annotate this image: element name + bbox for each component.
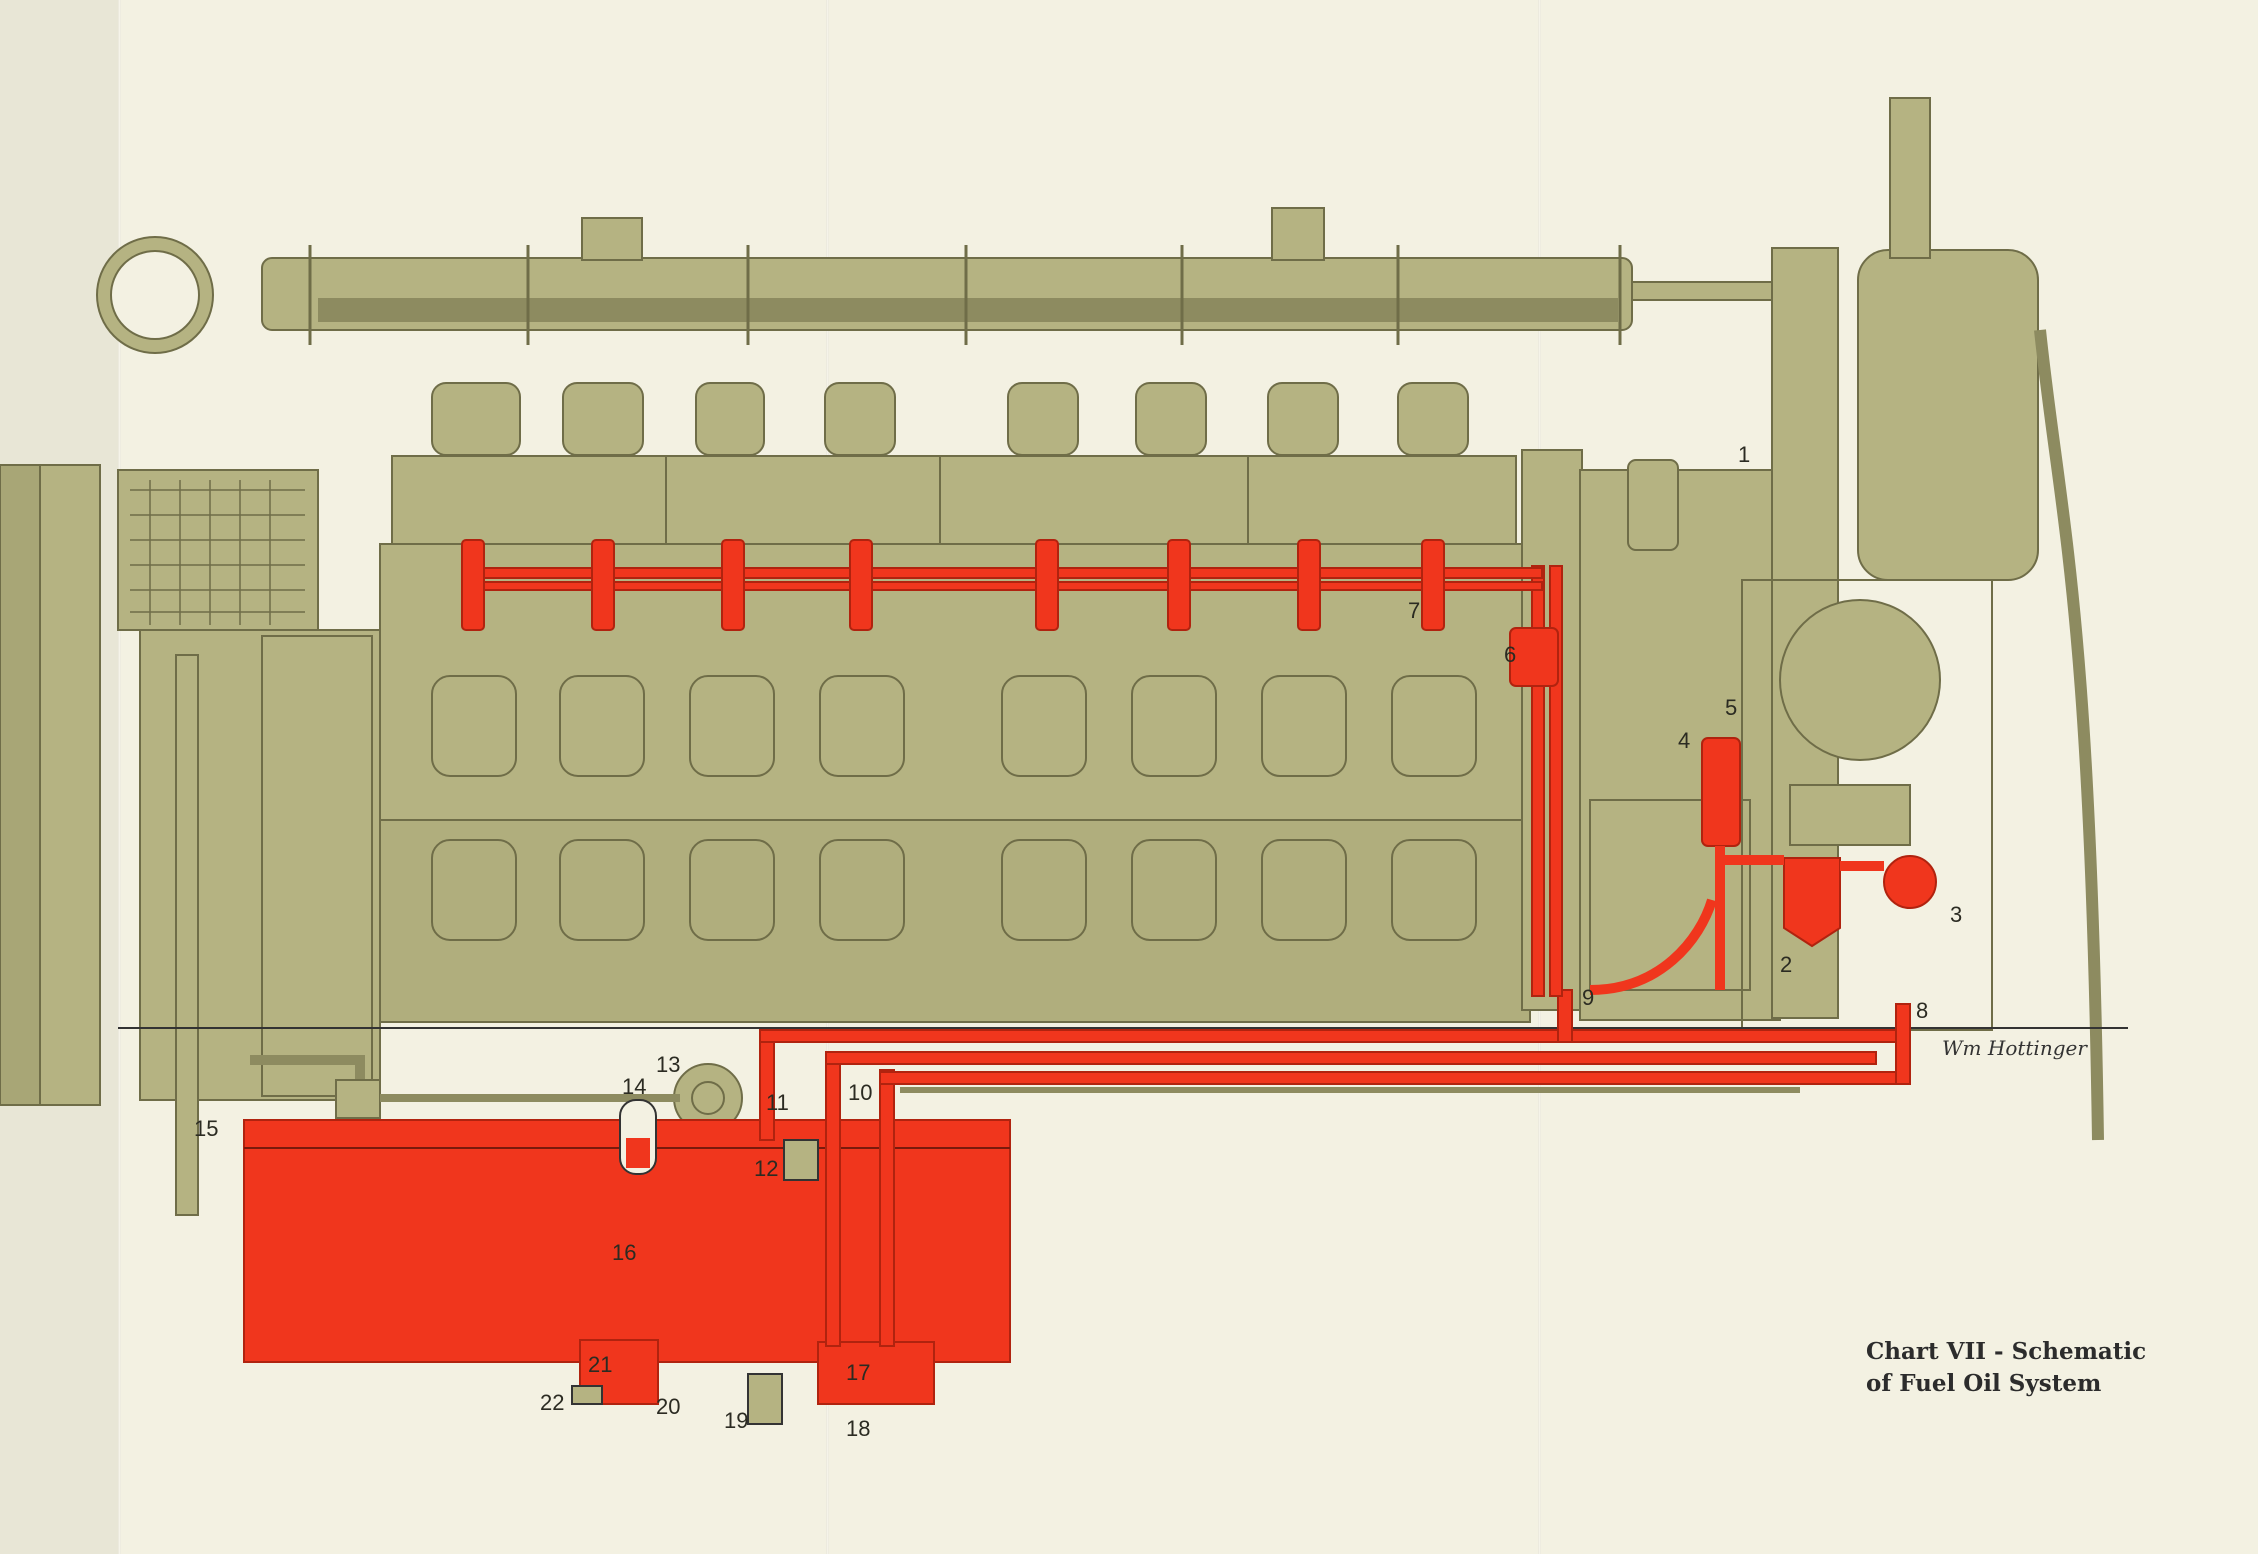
head-cover-dividers — [665, 456, 1249, 544]
crankcase-lower — [379, 819, 1531, 1023]
fuel-line-middle — [825, 1051, 1877, 1065]
filter-connections — [1589, 846, 1884, 995]
gear-housing-grid — [130, 480, 305, 625]
sight-glass-fuel — [626, 1138, 650, 1168]
cylinder-head-bumps — [431, 382, 1469, 456]
heat-exchanger — [1779, 599, 1941, 761]
engine-illustration — [0, 97, 2128, 1216]
manifold-outlet — [1631, 281, 1783, 301]
manifold-grid — [318, 298, 1618, 322]
callout-12: 12 — [754, 1156, 778, 1181]
callout-20: 20 — [656, 1394, 680, 1419]
accessory-panel — [261, 635, 373, 1097]
callout-1: 1 — [1738, 442, 1750, 467]
blower-inlet — [110, 250, 200, 340]
transfer-pump — [579, 1339, 659, 1405]
callout-16: 16 — [612, 1240, 636, 1265]
callout-10: 10 — [848, 1080, 872, 1105]
filler-pipe — [1889, 97, 1931, 259]
fuel-pump — [1883, 855, 1937, 909]
gear-housing — [117, 469, 319, 631]
callout-7: 7 — [1408, 598, 1420, 623]
lower-handholes — [431, 839, 1477, 941]
fuel-header — [461, 567, 1543, 579]
callout-18: 18 — [846, 1416, 870, 1441]
primary-filter — [1783, 857, 1841, 948]
fuel-return-header — [461, 581, 1543, 591]
drain-valve — [747, 1373, 783, 1425]
riser-8 — [1895, 1003, 1911, 1085]
callout-4: 4 — [1678, 728, 1690, 753]
callout-8: 8 — [1916, 998, 1928, 1023]
caption-line-2: of Fuel Oil System — [1866, 1370, 2102, 1397]
fuel-line-lower — [879, 1071, 1897, 1085]
artist-signature: Wm Hottinger — [1942, 1036, 2087, 1060]
generator-end — [0, 464, 41, 1106]
callout-11: 11 — [766, 1090, 789, 1115]
secondary-filter — [1701, 737, 1741, 847]
vent-line — [250, 1055, 365, 1080]
manifold-bands — [308, 245, 1622, 345]
caption-line-1: Chart VII - Schematic — [1866, 1338, 2147, 1365]
exhaust-stack — [1271, 207, 1325, 261]
chart-caption: Chart VII - Schematic of Fuel Oil System — [1866, 1336, 2146, 1400]
tank-vent — [335, 1079, 381, 1119]
sump — [817, 1341, 935, 1405]
callout-3: 3 — [1950, 902, 1962, 927]
callout-22: 22 — [540, 1390, 564, 1415]
page-fold — [118, 0, 121, 1554]
cooling-tank — [1857, 249, 2039, 581]
fill-pipe — [175, 654, 199, 1216]
callout-19: 19 — [724, 1408, 748, 1433]
fuel-line-upper — [759, 1029, 1911, 1043]
callout-6: 6 — [1504, 642, 1516, 667]
return-pipe — [879, 1069, 895, 1347]
callout-5: 5 — [1725, 695, 1737, 720]
pump-drive — [571, 1385, 603, 1405]
fuel-system — [243, 539, 1937, 1425]
fuel-injectors — [461, 539, 1445, 631]
callout-9: 9 — [1582, 985, 1594, 1010]
callout-labels: 1 2 3 4 5 6 7 8 9 10 11 12 13 14 15 16 1… — [194, 442, 1962, 1441]
strainer-housing — [1789, 784, 1911, 846]
suction-pipe — [825, 1059, 841, 1347]
callout-15: 15 — [194, 1116, 218, 1141]
callout-21: 21 — [588, 1352, 612, 1377]
upper-handholes — [431, 675, 1477, 777]
callout-13: 13 — [656, 1052, 680, 1077]
callout-17: 17 — [846, 1360, 870, 1385]
cylinder-head-covers — [391, 455, 1517, 545]
filter-valve — [783, 1139, 819, 1181]
sight-gauge-ring — [691, 1081, 725, 1115]
callout-2: 2 — [1780, 952, 1792, 977]
callout-14: 14 — [622, 1074, 646, 1099]
riser-9 — [1557, 989, 1573, 1043]
exhaust-stack — [581, 217, 643, 261]
fuel-distributor — [1509, 627, 1559, 687]
drain-pipe — [2034, 329, 2104, 1141]
governor — [1627, 459, 1679, 551]
